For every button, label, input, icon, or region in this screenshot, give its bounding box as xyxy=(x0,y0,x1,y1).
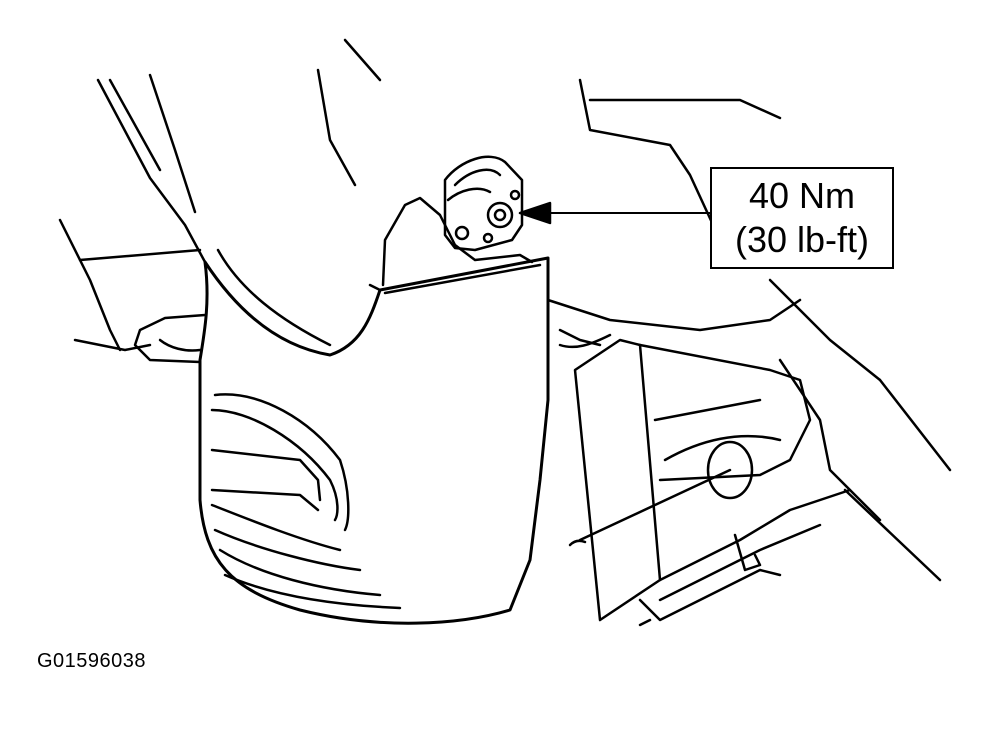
torque-callout: 40 Nm (30 lb-ft) xyxy=(710,167,894,269)
torque-nm-label: 40 Nm xyxy=(748,175,856,216)
b-pillar-trim xyxy=(58,38,952,582)
torque-lbft-label: (30 lb-ft) xyxy=(734,219,870,260)
anchor-bolt-assembly xyxy=(443,155,524,252)
recliner-lever xyxy=(133,313,207,364)
seat-side-bracket xyxy=(558,328,852,627)
figure-id-label: G01596038 xyxy=(37,650,147,672)
anchor-plate xyxy=(381,196,534,287)
torque-arrow xyxy=(518,201,711,225)
buckle-cover xyxy=(198,248,550,625)
